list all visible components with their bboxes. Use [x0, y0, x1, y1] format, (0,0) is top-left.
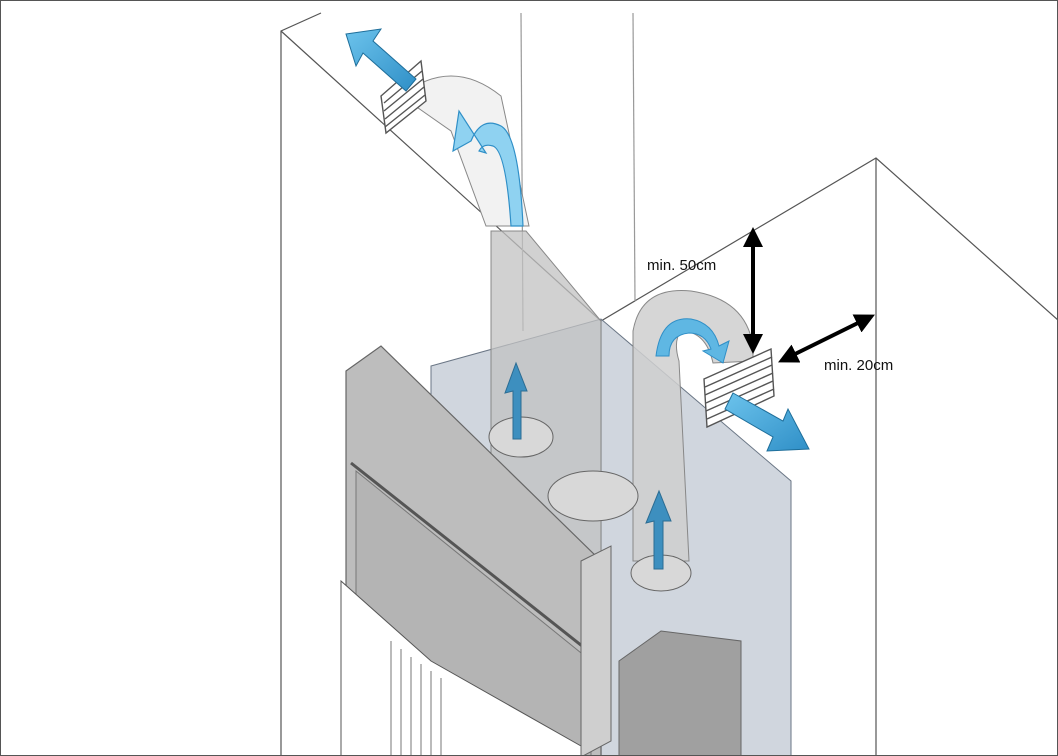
chimney-left-edge — [280, 12, 322, 755]
airflow-arrow-icon — [645, 489, 672, 570]
chimney-back-edge-2 — [632, 12, 636, 302]
airflow-arrow-icon — [724, 392, 810, 452]
min-side-clearance-label: min. 20cm — [824, 357, 894, 374]
airflow-arrow-icon — [655, 318, 730, 364]
airflow-arrow-icon — [452, 109, 524, 227]
firebox-trim — [350, 461, 602, 663]
firebox-grate — [390, 641, 442, 755]
airflow-arrow-icon — [345, 28, 417, 92]
control-box — [618, 630, 742, 755]
airflow-arrow-icon — [504, 361, 528, 440]
min-height-label: min. 50cm — [647, 257, 717, 274]
double-arrow-icon — [778, 314, 875, 363]
duct-opening-center — [547, 470, 639, 522]
frame-side-panel — [580, 545, 612, 755]
